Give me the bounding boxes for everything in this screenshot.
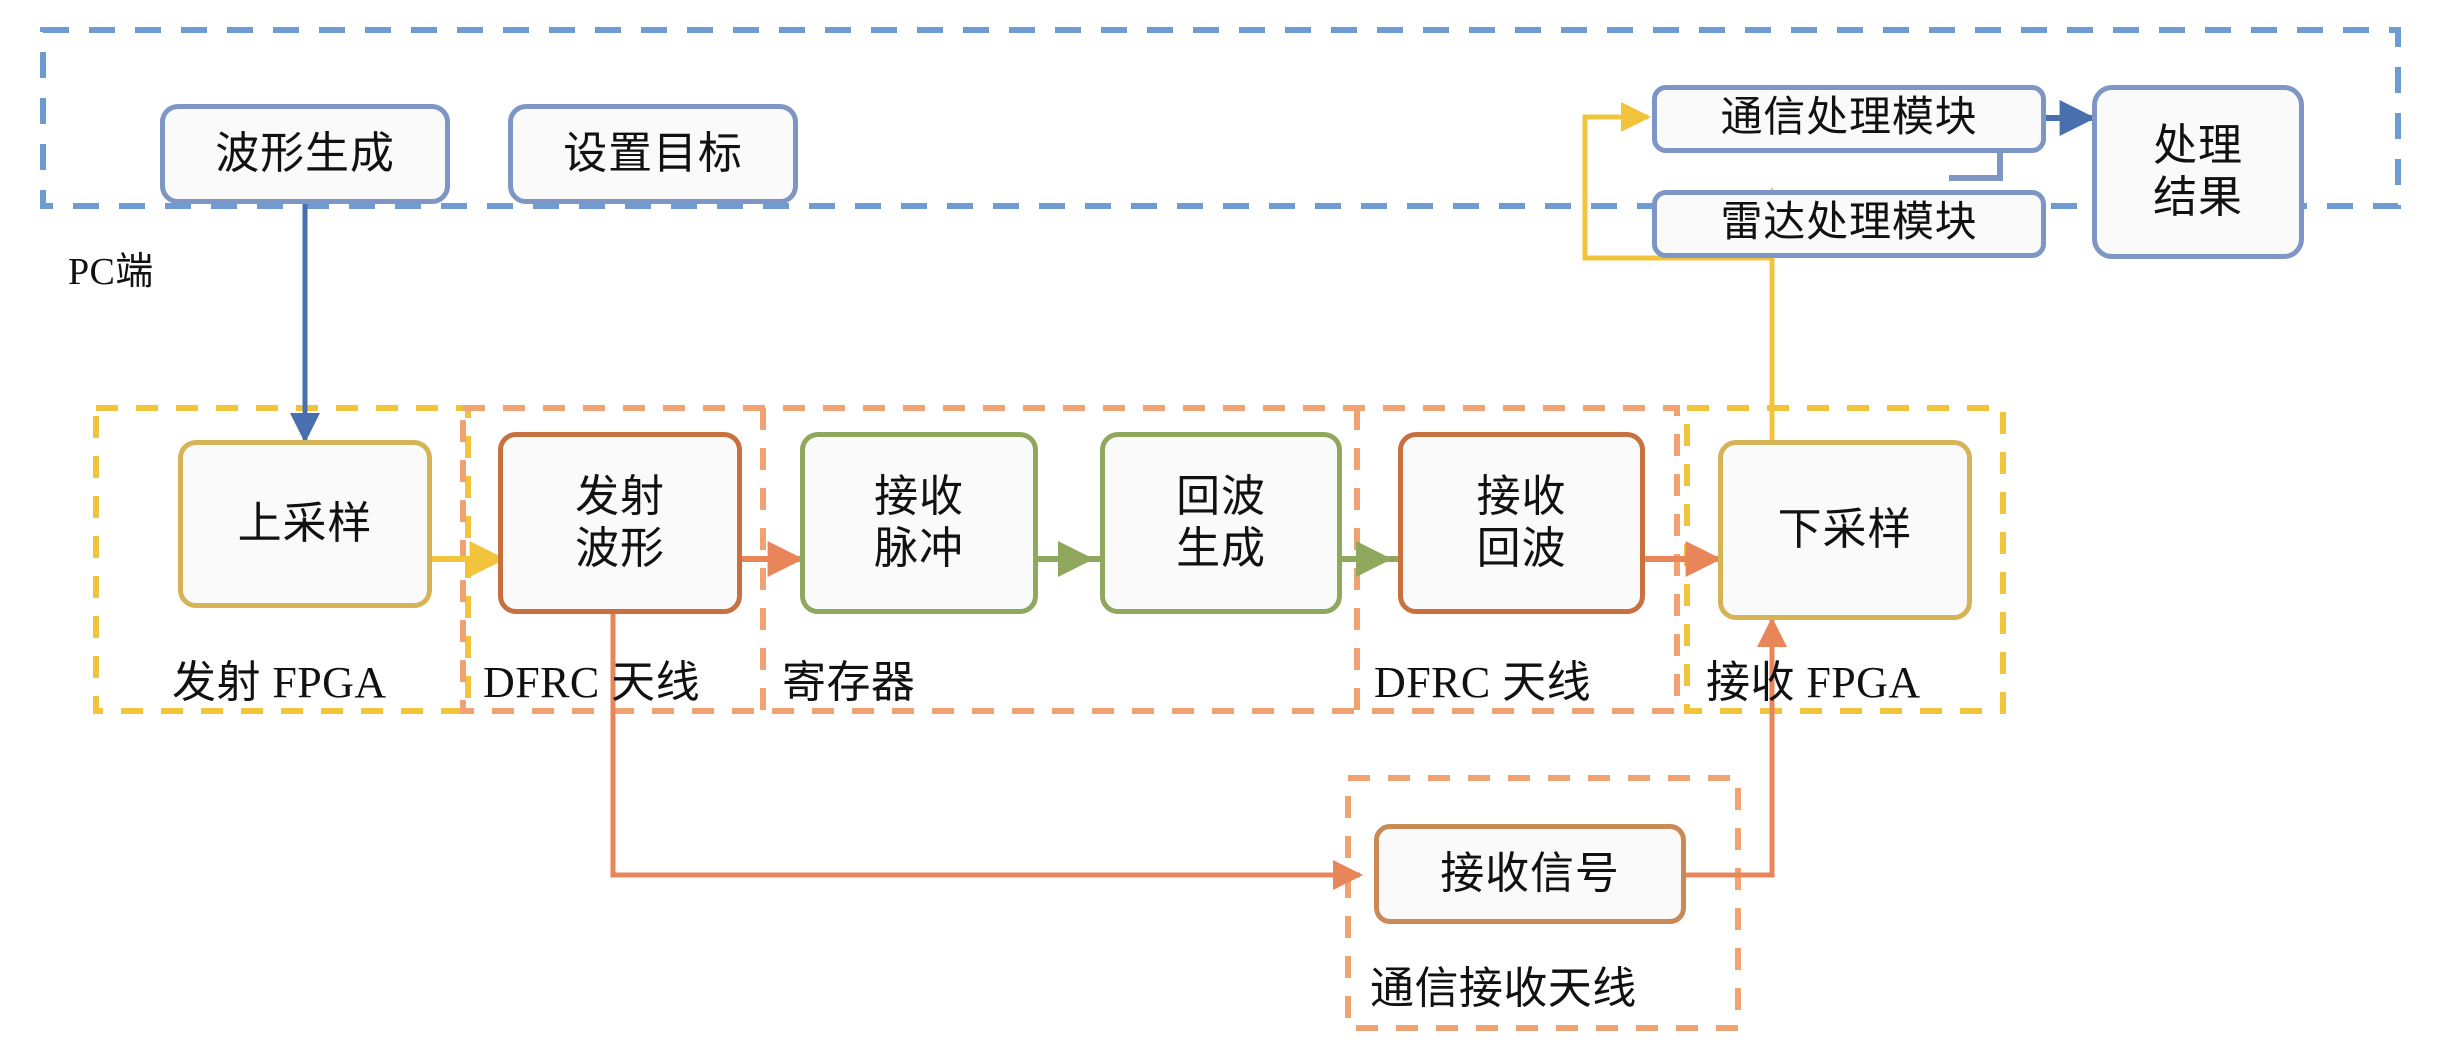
node-waveform-generation[interactable]: 波形生成 <box>160 104 450 204</box>
edge-txwave-to-rxsignal <box>610 614 1363 890</box>
node-receive-signal[interactable]: 接收信号 <box>1374 824 1686 924</box>
node-label: 下采样 <box>1777 505 1913 555</box>
node-label: 通信处理模块 <box>1720 95 1978 142</box>
node-upsample[interactable]: 上采样 <box>178 440 432 608</box>
region-label-pc: PC端 <box>68 251 154 293</box>
node-comm-processing-module[interactable]: 通信处理模块 <box>1652 85 2046 153</box>
node-downsample[interactable]: 下采样 <box>1718 440 1972 620</box>
node-radar-processing-module[interactable]: 雷达处理模块 <box>1652 190 2046 258</box>
node-receive-pulse[interactable]: 接收 脉冲 <box>800 432 1038 614</box>
node-label: 上采样 <box>237 499 373 549</box>
node-transmit-waveform[interactable]: 发射 波形 <box>498 432 742 614</box>
region-label-dfrc-antenna-tx: DFRC 天线 <box>483 658 701 707</box>
node-label: 设置目标 <box>563 129 743 179</box>
node-label: 接收 回波 <box>1476 472 1567 573</box>
node-processing-result[interactable]: 处理 结果 <box>2092 85 2304 259</box>
node-label: 雷达处理模块 <box>1720 200 1978 247</box>
node-echo-generation[interactable]: 回波 生成 <box>1100 432 1342 614</box>
node-receive-echo[interactable]: 接收 回波 <box>1398 432 1645 614</box>
region-label-dfrc-antenna-rx: DFRC 天线 <box>1374 658 1592 707</box>
node-label: 波形生成 <box>215 129 395 179</box>
node-label: 回波 生成 <box>1176 472 1266 573</box>
region-label-rx-fpga: 接收 FPGA <box>1706 658 1921 707</box>
node-label: 接收信号 <box>1440 849 1620 899</box>
node-label: 发射 波形 <box>575 472 665 573</box>
node-set-target[interactable]: 设置目标 <box>508 104 798 204</box>
node-label: 处理 结果 <box>2153 121 2243 222</box>
region-label-tx-fpga: 发射 FPGA <box>172 658 387 707</box>
node-label: 接收 脉冲 <box>874 472 964 573</box>
region-label-register: 寄存器 <box>782 658 916 707</box>
region-label-comm-rx-antenna: 通信接收天线 <box>1370 964 1637 1013</box>
